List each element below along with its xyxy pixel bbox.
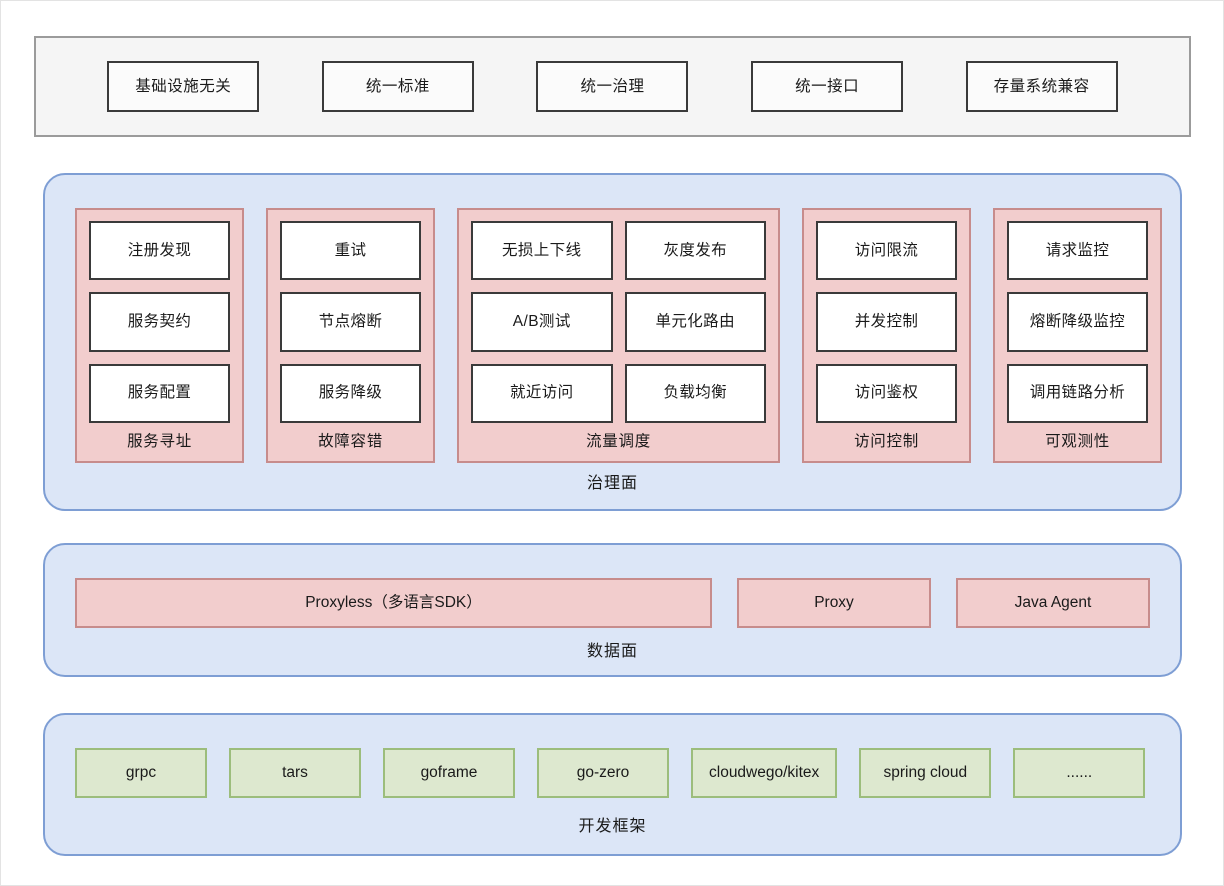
governance-cell: 调用链路分析 — [1007, 363, 1148, 423]
governance-cell: 灰度发布 — [624, 221, 766, 281]
framework-item-goframe: goframe — [383, 748, 515, 798]
governance-group-label: 流量调度 — [586, 433, 651, 451]
governance-cell: 服务配置 — [89, 363, 230, 423]
governance-cell-list: 访问限流 并发控制 访问鉴权 — [816, 221, 957, 423]
governance-group-access-control: 访问限流 并发控制 访问鉴权 访问控制 — [802, 208, 971, 463]
governance-cell: 节点熔断 — [280, 292, 421, 352]
framework-item-tars: tars — [229, 748, 361, 798]
governance-cell: 访问限流 — [816, 221, 957, 281]
governance-cell: 单元化路由 — [624, 292, 766, 352]
framework-item-list: grpc tars goframe go-zero cloudwego/kite… — [75, 748, 1150, 798]
data-plane-item-proxyless: Proxyless（多语言SDK） — [75, 578, 712, 628]
governance-plane-label: 治理面 — [586, 475, 638, 492]
governance-group-list: 注册发现 服务契约 服务配置 服务寻址 重试 节点熔断 服务降级 故障容错 无损… — [75, 208, 1162, 463]
governance-cell: 请求监控 — [1007, 221, 1148, 281]
framework-plane-label: 开发框架 — [578, 818, 647, 835]
governance-cell-list: 注册发现 服务契约 服务配置 — [89, 221, 230, 423]
principle-box: 统一接口 — [751, 61, 904, 112]
data-plane-label: 数据面 — [586, 643, 638, 660]
governance-group-service-addressing: 注册发现 服务契约 服务配置 服务寻址 — [75, 208, 244, 463]
governance-cell: 熔断降级监控 — [1007, 292, 1148, 352]
data-plane: Proxyless（多语言SDK） Proxy Java Agent 数据面 — [43, 543, 1182, 677]
framework-item-cloudwego-kitex: cloudwego/kitex — [691, 748, 838, 798]
principle-box: 基础设施无关 — [107, 61, 260, 112]
governance-group-label: 故障容错 — [318, 433, 383, 451]
governance-cell-list: 无损上下线 灰度发布 A/B测试 单元化路由 就近访问 负载均衡 — [471, 221, 766, 423]
governance-cell: 服务契约 — [89, 292, 230, 352]
data-plane-item-proxy: Proxy — [737, 578, 931, 628]
governance-group-traffic-scheduling: 无损上下线 灰度发布 A/B测试 单元化路由 就近访问 负载均衡 流量调度 — [457, 208, 780, 463]
principle-box: 统一治理 — [536, 61, 689, 112]
principles-panel: 基础设施无关 统一标准 统一治理 统一接口 存量系统兼容 — [34, 36, 1191, 137]
governance-group-label: 服务寻址 — [127, 433, 192, 451]
framework-item-grpc: grpc — [75, 748, 207, 798]
framework-item-spring-cloud: spring cloud — [859, 748, 992, 798]
governance-cell: 服务降级 — [280, 363, 421, 423]
governance-cell: 就近访问 — [471, 363, 613, 423]
governance-group-fault-tolerance: 重试 节点熔断 服务降级 故障容错 — [266, 208, 435, 463]
governance-cell: 并发控制 — [816, 292, 957, 352]
governance-cell: 负载均衡 — [624, 363, 766, 423]
governance-cell-list: 请求监控 熔断降级监控 调用链路分析 — [1007, 221, 1148, 423]
governance-cell: A/B测试 — [471, 292, 613, 352]
governance-group-label: 访问控制 — [854, 433, 919, 451]
governance-group-observability: 请求监控 熔断降级监控 调用链路分析 可观测性 — [993, 208, 1162, 463]
governance-cell: 访问鉴权 — [816, 363, 957, 423]
governance-cell-list: 重试 节点熔断 服务降级 — [280, 221, 421, 423]
framework-item-more: ...... — [1013, 748, 1146, 798]
governance-cell: 无损上下线 — [471, 221, 613, 281]
framework-plane: grpc tars goframe go-zero cloudwego/kite… — [43, 713, 1182, 856]
governance-cell: 注册发现 — [89, 221, 230, 281]
governance-plane: 注册发现 服务契约 服务配置 服务寻址 重试 节点熔断 服务降级 故障容错 无损… — [43, 173, 1182, 511]
data-plane-item-java-agent: Java Agent — [956, 578, 1150, 628]
governance-group-label: 可观测性 — [1045, 433, 1110, 451]
data-plane-item-list: Proxyless（多语言SDK） Proxy Java Agent — [75, 578, 1150, 628]
principle-box: 存量系统兼容 — [965, 61, 1118, 112]
framework-item-go-zero: go-zero — [537, 748, 669, 798]
governance-cell: 重试 — [280, 221, 421, 281]
principle-box: 统一标准 — [321, 61, 474, 112]
